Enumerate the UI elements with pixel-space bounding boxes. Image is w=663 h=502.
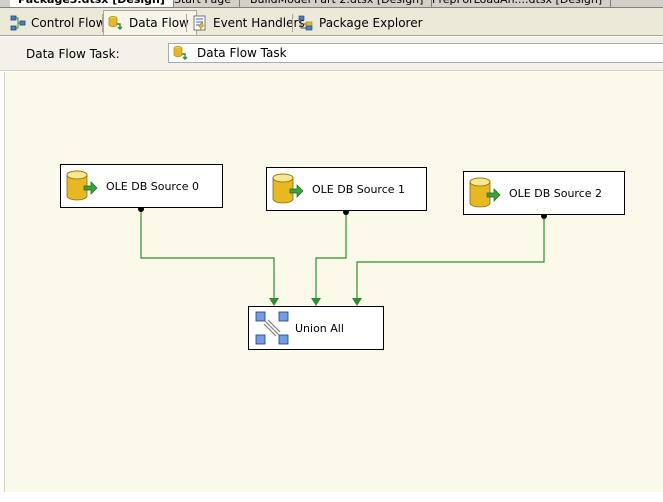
tab-package-explorer[interactable]: Package Explorer bbox=[294, 11, 430, 34]
document-tab-strip: Package3.dtsx [Design] Start Page BuildM… bbox=[0, 0, 663, 8]
component-label: OLE DB Source 1 bbox=[312, 182, 406, 196]
doc-tab-prepforload[interactable]: PrepForLoadAn....dtsx [Design] bbox=[424, 0, 612, 7]
component-union-all[interactable]: Union All bbox=[248, 306, 384, 350]
tab-separator bbox=[186, 14, 187, 32]
data-flow-icon bbox=[108, 15, 124, 31]
database-source-icon bbox=[64, 168, 98, 204]
component-label: Union All bbox=[295, 321, 344, 335]
tab-data-flow-label: Data Flow bbox=[129, 16, 189, 30]
control-flow-icon bbox=[10, 15, 26, 31]
data-flow-task-icon bbox=[173, 45, 189, 61]
designer-tab-bar: Control Flow Data Flow Event Handlers bbox=[0, 8, 663, 36]
component-ole-db-source-2[interactable]: OLE DB Source 2 bbox=[463, 171, 625, 215]
tab-separator bbox=[292, 14, 293, 32]
component-label: OLE DB Source 2 bbox=[509, 186, 603, 200]
doc-tab-start-page[interactable]: Start Page bbox=[166, 0, 240, 7]
task-selector-combobox[interactable]: Data Flow Task bbox=[168, 43, 663, 63]
component-label: OLE DB Source 0 bbox=[106, 179, 200, 193]
tab-data-flow[interactable]: Data Flow bbox=[103, 10, 197, 35]
component-ole-db-source-0[interactable]: OLE DB Source 0 bbox=[60, 164, 223, 208]
package-explorer-icon bbox=[298, 15, 314, 31]
tab-event-handlers-label: Event Handlers bbox=[213, 15, 305, 30]
doc-tab-buildmodel[interactable]: BuildModel Part 2.dtsx [Design] bbox=[242, 0, 433, 7]
tab-control-flow[interactable]: Control Flow bbox=[6, 11, 113, 34]
task-selector-bar: Data Flow Task: Data Flow Task bbox=[0, 37, 663, 71]
data-flow-design-surface[interactable] bbox=[4, 72, 663, 492]
task-selector-value: Data Flow Task bbox=[197, 46, 287, 60]
bottom-strip bbox=[0, 492, 663, 502]
union-all-icon bbox=[254, 310, 290, 346]
event-handlers-icon bbox=[192, 15, 208, 31]
tab-separator bbox=[102, 14, 103, 32]
database-source-icon bbox=[270, 171, 304, 207]
tab-control-flow-label: Control Flow bbox=[31, 15, 106, 30]
task-selector-label: Data Flow Task: bbox=[26, 47, 120, 61]
tab-package-explorer-label: Package Explorer bbox=[319, 15, 423, 30]
component-ole-db-source-1[interactable]: OLE DB Source 1 bbox=[266, 167, 427, 211]
tab-event-handlers[interactable]: Event Handlers bbox=[188, 11, 312, 34]
doc-tab-package3[interactable]: Package3.dtsx [Design] bbox=[10, 0, 174, 7]
database-source-icon bbox=[467, 175, 501, 211]
